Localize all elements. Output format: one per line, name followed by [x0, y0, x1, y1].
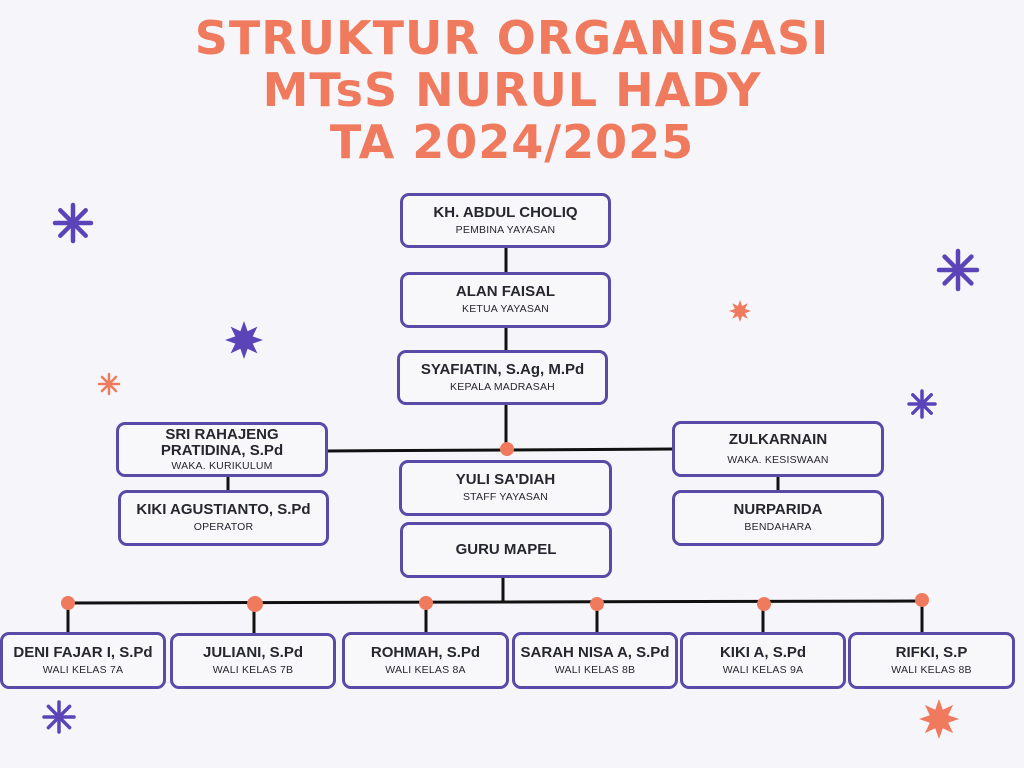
asterisk-star-icon [936, 248, 980, 292]
node-name: JULIANI, S.Pd [202, 644, 303, 661]
node-kepala-madrasah: SYAFIATIN, S.Ag, M.Pd KEPALA MADRASAH [397, 350, 608, 405]
node-staff-yayasan: YULI SA'DIAH STAFF YAYASAN [399, 460, 612, 516]
asterisk-star-icon [97, 372, 121, 396]
node-waka-kesiswaan: ZULKARNAIN WAKA. KESISWAAN [672, 421, 884, 477]
node-wali-kelas-7b: JULIANI, S.Pd WALI KELAS 7B [170, 633, 336, 689]
title-line-2: MTsS NURUL HADY [262, 63, 762, 117]
junction-dot [61, 596, 75, 610]
node-bendahara: NURPARIDA BENDAHARA [672, 490, 884, 546]
node-role: STAFF YAYASAN [462, 491, 549, 503]
node-wali-kelas-8b: SARAH NISA A, S.Pd WALI KELAS 8B [512, 632, 678, 689]
node-name: RIFKI, S.P [895, 643, 968, 661]
asterisk-star-icon [907, 389, 937, 419]
junction-dot [247, 596, 263, 612]
node-ketua-yayasan: ALAN FAISAL KETUA YAYASAN [400, 272, 611, 328]
node-name: KH. ABDUL CHOLIQ [433, 203, 578, 221]
node-name: ALAN FAISAL [455, 283, 556, 300]
node-wali-kelas-8b-rifki: RIFKI, S.P WALI KELAS 8B [848, 632, 1015, 689]
junction-dot [915, 593, 929, 607]
node-name: KIKI A, S.Pd [719, 643, 807, 661]
asterisk-star-icon [42, 700, 76, 734]
node-name: ZULKARNAIN [728, 430, 828, 448]
node-role: KETUA YAYASAN [461, 303, 550, 315]
node-name: SARAH NISA A, S.Pd [520, 643, 670, 661]
node-role: KEPALA MADRASAH [450, 380, 555, 393]
node-name: SRI RAHAJENG PRATIDINA, S.Pd [160, 425, 284, 459]
title-line-3: TA 2024/2025 [329, 115, 695, 169]
node-role: WALI KELAS 7B [212, 664, 294, 676]
node-wali-kelas-7a: DENI FAJAR I, S.Pd WALI KELAS 7A [0, 632, 166, 689]
node-role: BENDAHARA [744, 521, 812, 533]
node-role: OPERATOR [193, 521, 254, 533]
junction-dot [757, 597, 771, 611]
node-name: KIKI AGUSTIANTO, S.Pd [136, 501, 311, 518]
node-name: DENI FAJAR I, S.Pd [13, 643, 153, 661]
node-role: WALI KELAS 8A [385, 663, 466, 676]
node-role: WALI KELAS 8B [891, 663, 972, 676]
title-line-1: STRUKTUR ORGANISASI [194, 11, 830, 65]
node-operator: KIKI AGUSTIANTO, S.Pd OPERATOR [118, 490, 329, 546]
node-name: YULI SA'DIAH [455, 471, 556, 488]
node-role: WALI KELAS 8B [554, 663, 636, 676]
node-guru-mapel: GURU MAPEL [400, 522, 612, 578]
node-waka-kurikulum: SRI RAHAJENG PRATIDINA, S.Pd WAKA. KURIK… [116, 422, 328, 477]
burst-star-icon [225, 321, 263, 359]
burst-star-icon [729, 300, 751, 322]
junction-dot [419, 596, 433, 610]
node-role: WALI KELAS 7A [42, 663, 124, 676]
node-name: SYAFIATIN, S.Ag, M.Pd [420, 360, 585, 378]
burst-star-icon [919, 699, 959, 739]
node-wali-kelas-8a: ROHMAH, S.Pd WALI KELAS 8A [342, 632, 509, 689]
junction-dot [500, 442, 514, 456]
node-role: PEMBINA YAYASAN [455, 223, 556, 236]
node-role: WAKA. KESISWAAN [727, 453, 829, 466]
node-name: GURU MAPEL [455, 541, 557, 558]
node-role: WALI KELAS 9A [722, 663, 804, 676]
node-name: NURPARIDA [733, 501, 823, 518]
node-role: WAKA. KURIKULUM [171, 459, 273, 472]
node-wali-kelas-9a: KIKI A, S.Pd WALI KELAS 9A [680, 632, 846, 689]
asterisk-star-icon [52, 202, 94, 244]
node-pembina-yayasan: KH. ABDUL CHOLIQ PEMBINA YAYASAN [400, 193, 611, 248]
node-name: ROHMAH, S.Pd [370, 643, 481, 661]
junction-dot [590, 597, 604, 611]
